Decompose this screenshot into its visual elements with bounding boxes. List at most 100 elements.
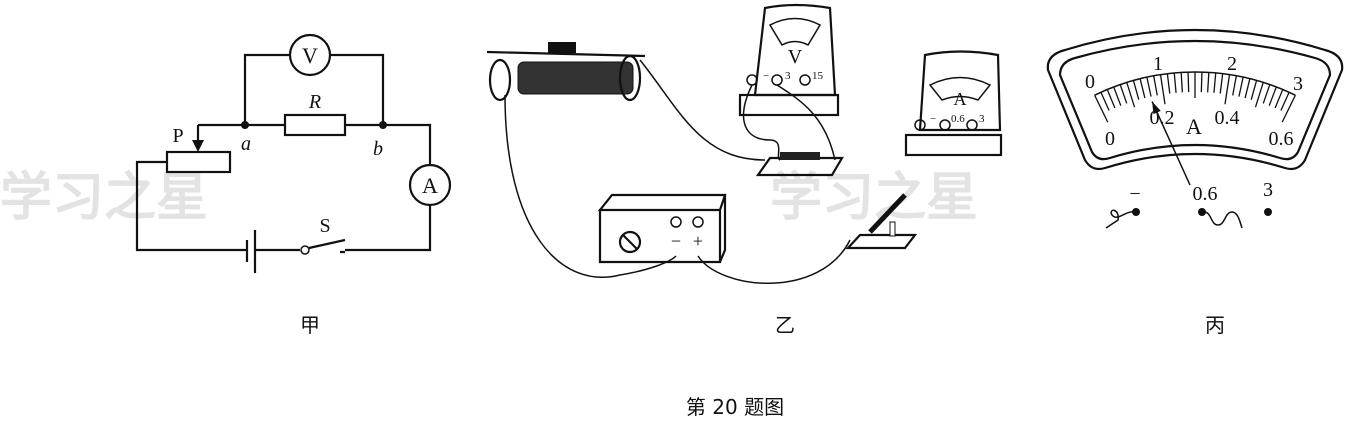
scale-tick [1274, 89, 1284, 109]
voltmeter-terminal-label: 15 [812, 70, 824, 82]
power-terminal-pos-label: + [693, 231, 703, 251]
wire [742, 84, 781, 161]
wire [776, 84, 836, 161]
scale-tick [1126, 82, 1136, 108]
scale-tick [1100, 91, 1110, 111]
rheostat [165, 150, 232, 174]
voltmeter-device-label: V [788, 46, 803, 68]
scale-tick [1280, 91, 1290, 111]
voltmeter-terminal-label: − [763, 70, 769, 82]
ammeter-label: A [422, 173, 438, 198]
power-switch-icon [670, 216, 682, 228]
ammeter-terminal-3 [966, 119, 978, 131]
terminal-3 [1264, 208, 1272, 216]
resistor-R [283, 113, 347, 137]
ammeter-dial-bing: 0 1 2 3 0 0.2 0.4 0.6 A − 0.6 3 丙 [1046, 28, 1344, 337]
scale-tick [1254, 82, 1264, 108]
knife-switch-base [845, 233, 918, 250]
voltmeter-terminal-label: 3 [785, 70, 791, 82]
upper-scale-label: 1 [1153, 53, 1163, 75]
ammeter-terminal-neg [914, 119, 926, 131]
voltmeter-body [753, 3, 837, 97]
unit-label: A [1186, 114, 1202, 139]
scale-tick [1159, 74, 1166, 105]
terminal-label: 3 [1263, 179, 1273, 201]
switch-label: S [319, 215, 330, 237]
ammeter-terminal-label: 3 [979, 113, 985, 125]
scale-tick [1166, 73, 1171, 94]
ammeter-base [904, 133, 1003, 157]
switch-lever [308, 238, 346, 254]
ammeter-terminal-label: 0.6 [951, 113, 965, 125]
voltmeter-terminal-3 [771, 74, 783, 86]
slider-label: P [172, 125, 183, 147]
ammeter-symbol [408, 163, 452, 207]
scale-tick [1224, 74, 1231, 105]
scale-tick [1281, 94, 1296, 123]
meter-scale [1094, 71, 1296, 123]
knife-switch-lever [868, 193, 907, 234]
wire [697, 239, 851, 284]
ammeter-body [918, 50, 1002, 132]
ammeter-device-label: A [954, 89, 967, 109]
scale-tick [1146, 76, 1152, 97]
node-b-label: b [373, 138, 383, 160]
meter-pointer [1151, 101, 1191, 186]
scale-tick [1153, 75, 1158, 96]
panel-label-bing: 丙 [1205, 313, 1225, 337]
resistor-board [755, 156, 844, 177]
meter-inner-frame [1058, 39, 1332, 161]
rheostat-right-end [618, 54, 642, 102]
scale-tick [1187, 72, 1190, 93]
resistor-label: R [308, 91, 321, 113]
power-knob-icon [618, 230, 642, 254]
panel-label-yi: 乙 [775, 313, 795, 337]
scale-tick [1262, 84, 1271, 104]
wire-to-06 [1201, 211, 1243, 229]
scale-tick [1132, 80, 1140, 100]
voltmeter-terminal-neg [746, 74, 758, 86]
panel-label-jia: 甲 [300, 313, 320, 337]
rheostat-left-end [488, 58, 512, 102]
node-b [379, 121, 387, 129]
apparatus-yi: V − 3 15 A − 0.6 3 − + [486, 3, 1003, 337]
upper-scale-label: 3 [1293, 73, 1303, 95]
scale-tick [1173, 72, 1177, 93]
watermark: 学习之星 [770, 168, 978, 228]
meter-outer-frame [1046, 28, 1344, 171]
switch-pivot [300, 245, 310, 255]
ammeter-dial [928, 76, 992, 101]
scale-tick [1106, 89, 1116, 109]
battery-symbol [245, 230, 257, 273]
scale-tick [1200, 72, 1203, 93]
rheostat-coil [517, 61, 634, 95]
scale-tick [1238, 76, 1244, 97]
scale-tick [1268, 86, 1277, 106]
resistor-element [780, 152, 820, 160]
scale-tick [1113, 86, 1122, 106]
slider-arrow-icon [192, 140, 204, 152]
node-a-label: a [241, 133, 251, 155]
scale-tick [1094, 94, 1109, 123]
voltmeter-wires [243, 53, 385, 125]
wire-to-neg [1105, 209, 1137, 229]
upper-scale-label: 0 [1085, 71, 1095, 93]
voltmeter-label: V [302, 43, 318, 68]
rheostat-rod [486, 50, 646, 58]
scale-tick [1219, 73, 1224, 94]
circuit-diagram-jia: V R a b A P S 甲 [135, 33, 452, 337]
watermark: 学习之星 [0, 168, 208, 228]
voltmeter-terminal-15 [799, 74, 811, 86]
power-supply [597, 193, 727, 264]
voltmeter-base [738, 93, 840, 117]
wire [639, 59, 766, 161]
ammeter-terminal-06 [939, 119, 951, 131]
wire [504, 94, 677, 278]
power-indicator [692, 216, 704, 228]
scale-tick [1119, 84, 1128, 104]
pointer-arrow-icon [1152, 101, 1161, 115]
scale-tick [1244, 78, 1251, 99]
lower-scale-label: 0.4 [1215, 107, 1240, 129]
rheostat-slider [548, 42, 576, 53]
